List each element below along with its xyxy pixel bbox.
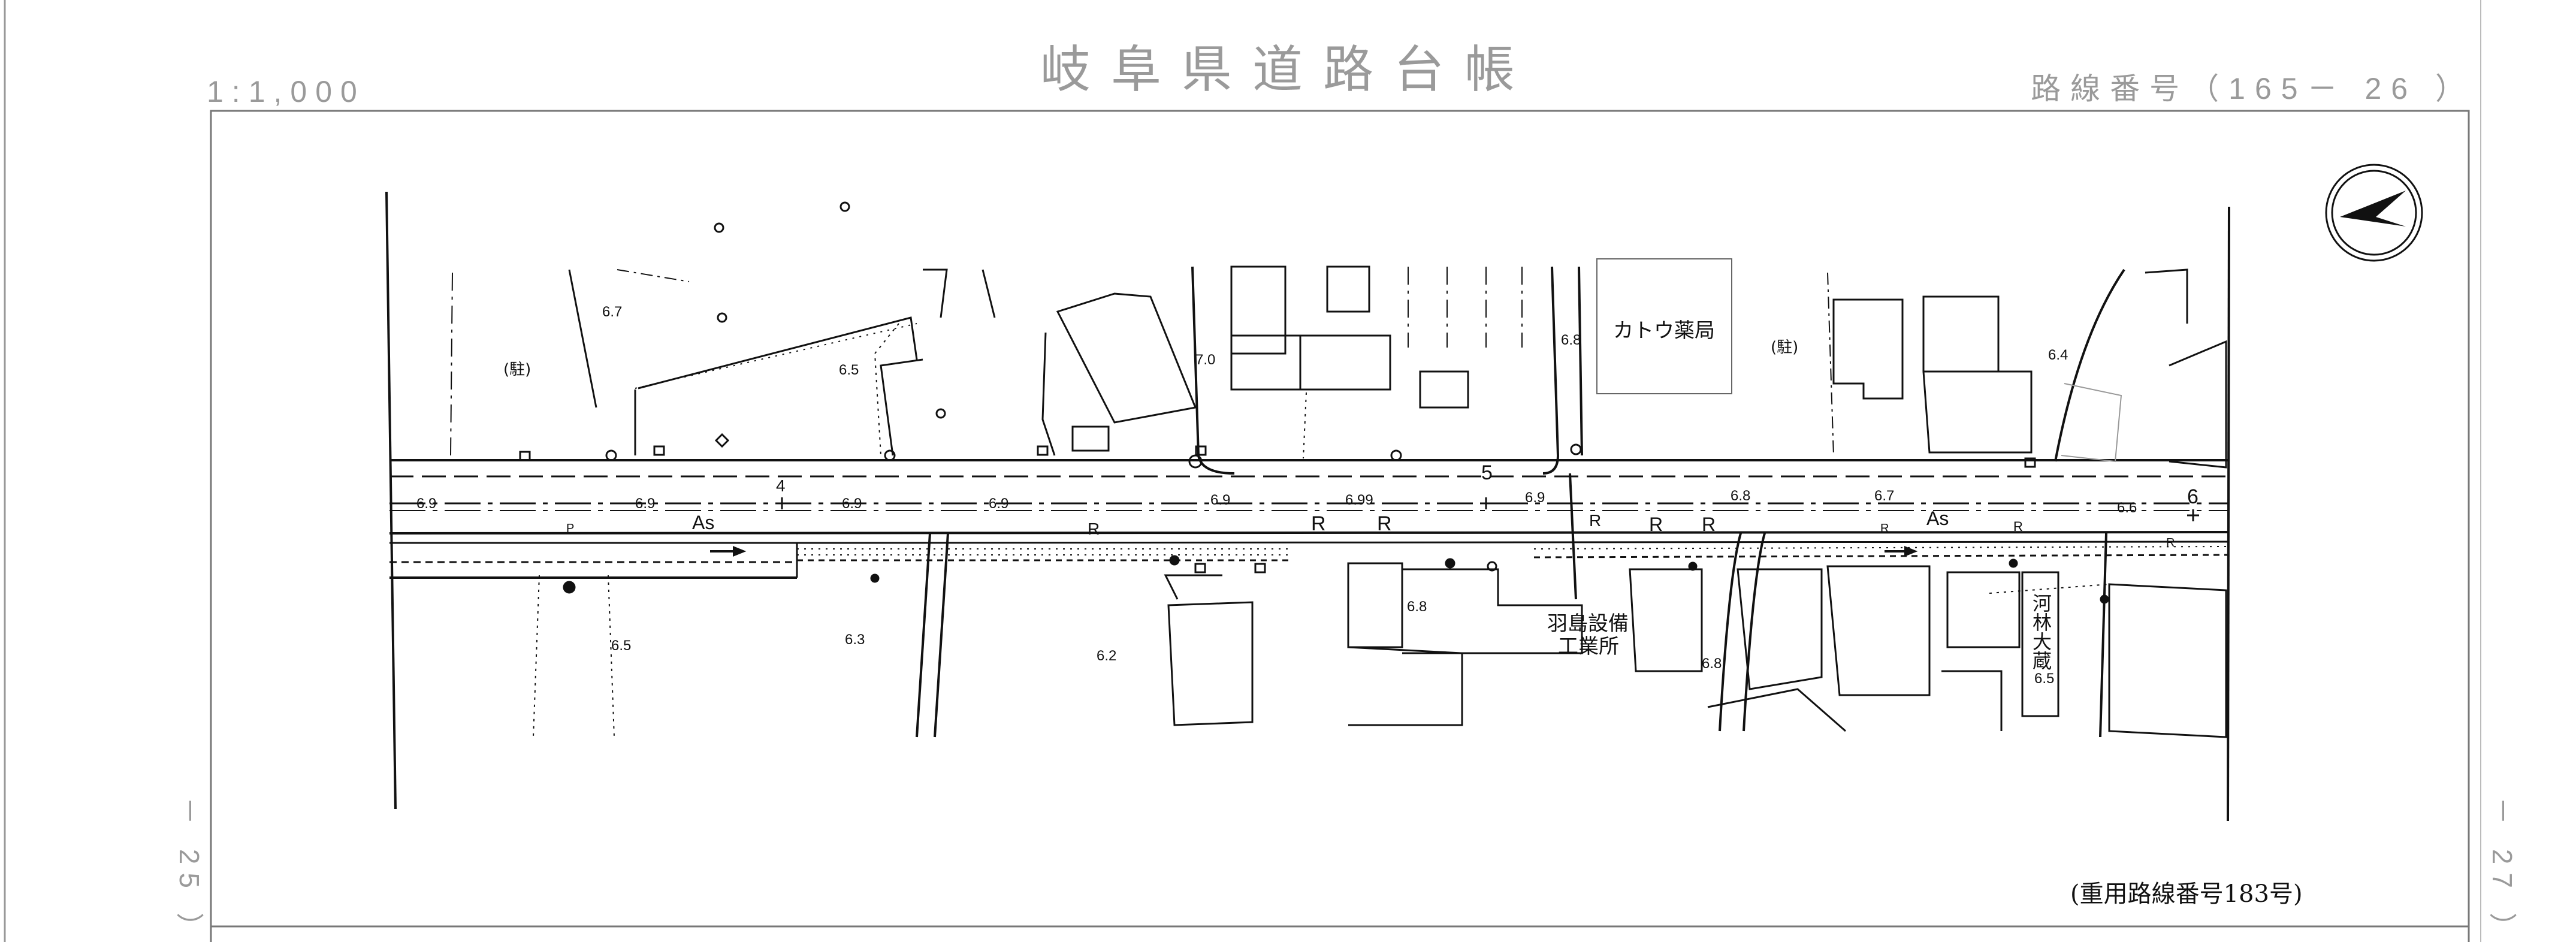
- company-label-1: 羽島設備: [1547, 612, 1629, 636]
- r-mark: R: [1311, 512, 1326, 535]
- next-sheet-label: － 27 ）: [2487, 797, 2518, 942]
- kawabayashi-label: 河林大蔵: [2030, 593, 2052, 670]
- property-boundaries: [450, 267, 2110, 738]
- elevation-label: 6.9: [1210, 492, 1230, 508]
- manhole-icon: [884, 449, 896, 461]
- manhole-icon: [1688, 561, 1698, 571]
- r-mark: R: [1649, 514, 1663, 535]
- map-left-bound: [385, 191, 397, 810]
- side-streets: [916, 266, 2125, 738]
- elevation-label: 6.9: [416, 496, 436, 512]
- route-number: 路線番号（165－ 26 ）: [2031, 72, 2475, 105]
- hydrant-box-icon: [2024, 457, 2036, 468]
- r-mark: R: [1377, 512, 1392, 535]
- map-right-bound: [2227, 206, 2230, 822]
- hydrant-box-icon: [1037, 445, 1049, 456]
- station-markers: [776, 497, 2199, 521]
- tree-icon: [839, 201, 850, 212]
- manhole-icon: [563, 581, 576, 594]
- hydrant-box-icon: [653, 445, 665, 456]
- elevation-label: 6.8: [1561, 332, 1581, 348]
- parking-label-left: (駐): [503, 361, 531, 379]
- manhole-icon: [1445, 558, 1455, 569]
- scale-label: 1:1,000: [207, 75, 366, 108]
- elevation-label: 6.9: [635, 496, 655, 512]
- manhole-icon: [2100, 594, 2109, 604]
- manhole-icon: [1487, 561, 1497, 572]
- r-mark: R: [1702, 514, 1716, 535]
- parking-label-right: (駐): [1771, 339, 1798, 357]
- elevation-label: 6.9: [1525, 490, 1545, 506]
- surface-label-as-left: As: [692, 512, 714, 533]
- station-label-6: 6: [2187, 485, 2198, 508]
- elevation-label: 6.6: [2117, 500, 2137, 516]
- road-body: [389, 459, 2228, 579]
- elevation-label: 6.5: [2034, 671, 2054, 687]
- tree-icon: [717, 312, 727, 323]
- elevation-label: 6.9: [842, 496, 862, 512]
- tree-icon: [714, 222, 724, 233]
- parking-p-label: P: [566, 522, 574, 535]
- hydrant-box-icon: [1254, 563, 1266, 573]
- manhole-icon: [605, 449, 617, 461]
- sheet-title: 岐阜県道路台帳: [1040, 40, 1535, 99]
- elevation-label: 6.8: [1702, 656, 1722, 672]
- elevation-label: 6.9: [989, 496, 1008, 512]
- overlap-route-note: (重用路線番号183号): [2070, 880, 2303, 908]
- manhole-icon: [2009, 558, 2018, 568]
- hydrant-box-icon: [1194, 563, 1206, 573]
- kerb-hatching: [635, 323, 2228, 555]
- pharmacy-building: [1596, 258, 1732, 394]
- elevation-label: 6.3: [845, 632, 865, 648]
- elevation-label: 6.7: [1874, 488, 1894, 504]
- manhole-icon: [870, 573, 880, 583]
- station-label-4: 4: [776, 476, 786, 495]
- elevation-label: 6.8: [1731, 488, 1750, 504]
- lane-arrows: [710, 546, 1918, 557]
- hydrant-box-icon: [1195, 445, 1207, 456]
- elevation-label: 6.4: [2048, 347, 2068, 363]
- parcels: [568, 258, 2227, 738]
- hydrant-box-icon: [519, 451, 531, 461]
- r-mark: R: [2166, 536, 2175, 550]
- prev-sheet-label: － 25 ）: [174, 797, 205, 942]
- map-frame: [210, 110, 2470, 942]
- north-arrow-icon: [2325, 164, 2423, 262]
- station-label-5: 5: [1481, 461, 1493, 484]
- elevation-label: 6.5: [839, 362, 859, 378]
- elevation-label: 6.5: [611, 638, 631, 654]
- elevation-label: 6.8: [1407, 599, 1427, 615]
- r-mark: R: [1880, 522, 1889, 535]
- elevation-label: 6.99: [1345, 492, 1373, 508]
- elevation-label: 6.7: [602, 304, 622, 320]
- pharmacy-label: カトウ薬局: [1613, 319, 1715, 343]
- street-furniture: [519, 201, 2109, 604]
- r-mark: R: [2013, 519, 2023, 534]
- elevation-label: 6.2: [1097, 648, 1116, 664]
- r-mark: R: [1088, 520, 1100, 538]
- manhole-icon: [1169, 555, 1180, 566]
- surface-label-as-right: As: [1926, 508, 1949, 529]
- tree-icon: [935, 408, 946, 419]
- manhole-icon: [1570, 443, 1582, 455]
- r-mark: R: [1589, 511, 1601, 530]
- company-label-2: 工業所: [1558, 635, 1619, 659]
- elevation-label: 7.0: [1195, 352, 1215, 368]
- manhole-icon: [1390, 449, 1402, 461]
- valve-icon: [714, 433, 730, 448]
